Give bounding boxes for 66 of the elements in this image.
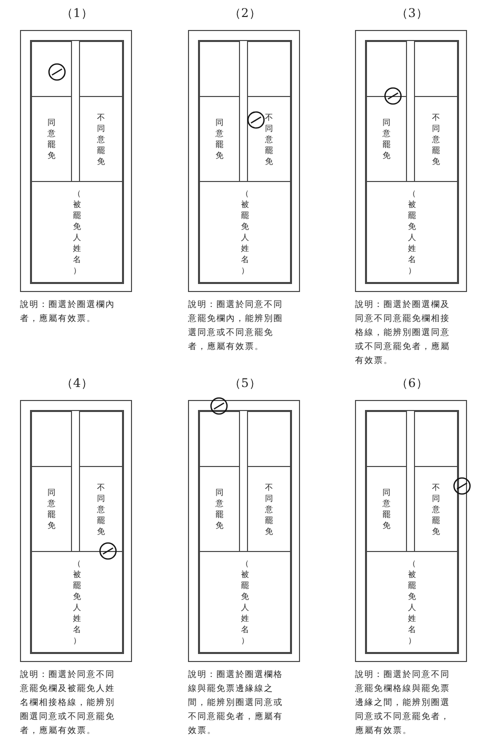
field-label: （被罷免人姓名） <box>408 558 416 646</box>
field-label: 不同意罷免 <box>264 482 274 536</box>
vote-field <box>366 411 407 467</box>
ballot-field <box>31 551 123 653</box>
stamp-mark <box>247 111 265 129</box>
field-label: （被罷免人姓名） <box>240 558 250 646</box>
field-label: 不同意罷免 <box>264 112 274 166</box>
caption-text: 說明：圈選於圈選欄格線與罷免票邊緣線之間，能辨別圈選同意或不同意罷免者，應屬有效票。 <box>188 669 284 738</box>
vote-field <box>31 41 72 97</box>
field-label: 不同意罷免 <box>432 482 440 536</box>
field-label: 同意罷免 <box>215 487 224 531</box>
field-label: 同意罷免 <box>47 117 56 161</box>
stamp-mark <box>384 87 402 105</box>
caption-text: 說明：圈選於同意不同意罷免欄格線與罷免票邊緣之間，能辨別圈選同意或不同意罷免者，應屬有效票。 <box>355 669 451 738</box>
field-label: 不同意罷免 <box>432 112 440 166</box>
panel-number: （6） <box>395 375 429 392</box>
ballot-field <box>199 466 240 552</box>
field-label: 不同意罷免 <box>96 482 106 536</box>
vote-field <box>199 41 240 97</box>
vote-field <box>79 41 123 97</box>
caption-text: 說明：圈選於同意不同意罷免欄內，能辨別圈選同意或不同意罷免者，應屬有效票。 <box>188 299 284 354</box>
ballot-field <box>366 181 458 283</box>
stamp-mark <box>453 477 471 495</box>
panel-number: （1） <box>60 5 94 22</box>
ballot-field <box>79 466 123 552</box>
caption-text: 說明：圈選於同意不同意罷免欄及被罷免人姓名欄相接格線，能辨別圈選同意或不同意罷免者，應屬有效票。 <box>20 669 116 738</box>
field-label: 同意罷免 <box>382 487 391 531</box>
vote-field <box>414 41 458 97</box>
ballot-field <box>247 466 291 552</box>
caption-text: 說明：圈選於圈選欄內者，應屬有效票。 <box>20 299 116 326</box>
field-label: （被罷免人姓名） <box>72 558 82 646</box>
caption-text: 說明：圈選於圈選欄及同意不同意罷免欄相接格線，能辨別圈選同意或不同意罷免者，應屬有效票。 <box>355 299 451 368</box>
field-label: 同意罷免 <box>47 487 56 531</box>
field-label: 不同意罷免 <box>96 112 106 166</box>
ballot-field <box>79 96 123 182</box>
vote-field <box>199 411 240 467</box>
vote-field <box>414 411 458 467</box>
vote-field <box>247 41 291 97</box>
ballot-field <box>414 96 458 182</box>
ballot-field <box>366 96 407 182</box>
panel-number: （3） <box>395 5 429 22</box>
ballot-field <box>366 551 458 653</box>
ballot-field <box>199 181 291 283</box>
ballot-field <box>199 96 240 182</box>
ballot-field <box>31 181 123 283</box>
ballot-field <box>366 466 407 552</box>
panel-number: （5） <box>228 375 262 392</box>
ballot-field <box>31 466 72 552</box>
panel-number: （2） <box>228 5 262 22</box>
stamp-mark <box>99 542 117 560</box>
panel-number: （4） <box>60 375 94 392</box>
vote-field <box>366 41 407 97</box>
vote-field <box>247 411 291 467</box>
ballot-field <box>199 551 291 653</box>
field-label: （被罷免人姓名） <box>72 188 82 276</box>
ballot-field <box>247 96 291 182</box>
field-label: （被罷免人姓名） <box>408 188 416 276</box>
stamp-mark <box>48 63 66 81</box>
field-label: 同意罷免 <box>382 117 391 161</box>
ballot-field <box>31 96 72 182</box>
field-label: 同意罷免 <box>215 117 224 161</box>
field-label: （被罷免人姓名） <box>240 188 250 276</box>
vote-field <box>31 411 72 467</box>
stamp-mark <box>210 397 228 415</box>
ballot-field <box>414 466 458 552</box>
vote-field <box>79 411 123 467</box>
